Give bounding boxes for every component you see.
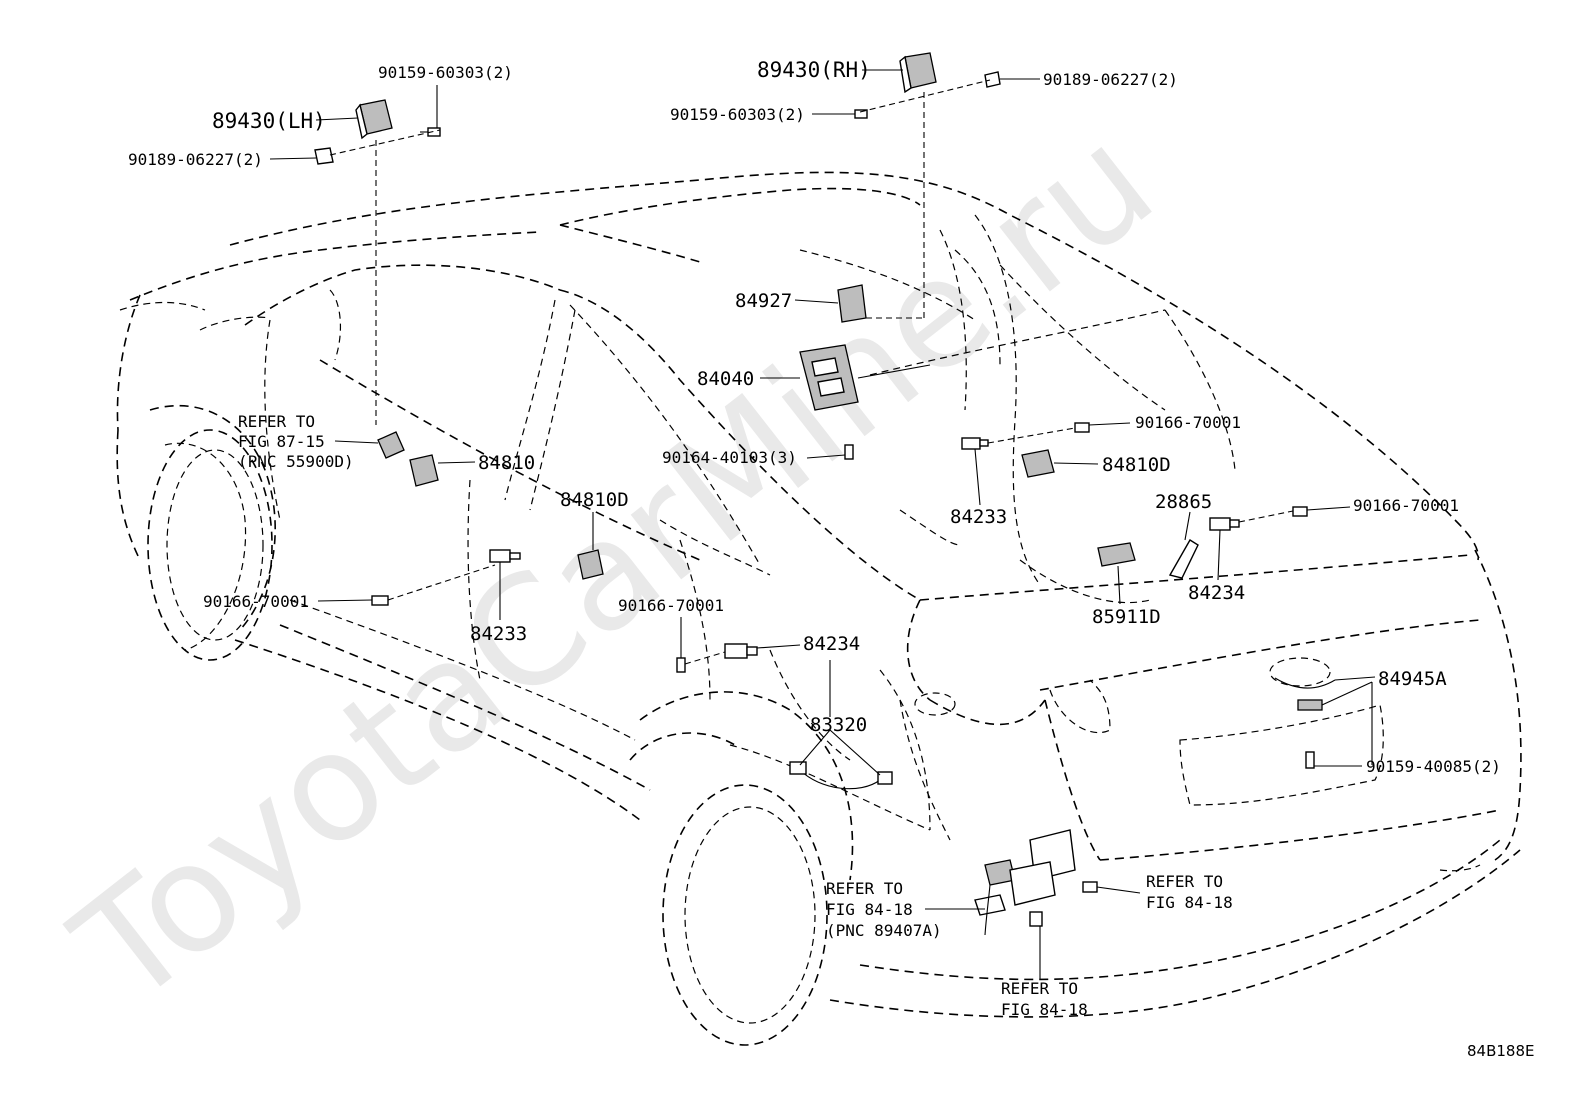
clip-90189-rh	[984, 71, 1001, 88]
reference-notes: REFER TO FIG 87-15 (PNC 55900D) REFER TO…	[238, 412, 1233, 1019]
screw-90166-left	[371, 595, 389, 606]
ref-84-18-b-line2: FIG 84-18	[1146, 893, 1233, 912]
bolt-90159-lh	[420, 127, 441, 137]
part-85911d	[1097, 542, 1136, 567]
label-84927: 84927	[735, 290, 792, 312]
label-90166-mid: 90166-70001	[618, 596, 724, 615]
ref-84-18-b-line1: REFER TO	[1146, 872, 1223, 891]
parts	[314, 52, 1336, 936]
ref-fig-84-18-b: REFER TO FIG 84-18	[1146, 872, 1233, 912]
part-84234-right	[1209, 517, 1240, 531]
part-89407a-assembly	[974, 829, 1098, 936]
car-body-outline	[116, 171, 1522, 1046]
part-83320	[789, 761, 893, 790]
label-89430-lh: 89430(LH)	[212, 109, 326, 133]
ref-87-15-line2: FIG 87-15	[238, 432, 325, 451]
label-84810d-left: 84810D	[560, 489, 629, 511]
part-28865	[1168, 539, 1199, 579]
label-90164: 90164-40103(3)	[662, 448, 797, 467]
label-84234-right: 84234	[1188, 582, 1245, 604]
part-84810d-left	[577, 549, 604, 580]
part-84927	[837, 284, 867, 323]
ref-87-15-line1: REFER TO	[238, 412, 315, 431]
label-90159-40085: 90159-40085(2)	[1366, 757, 1501, 776]
label-90166-right: 90166-70001	[1353, 496, 1459, 515]
ref-87-15-line3: (PNC 55900D)	[238, 452, 354, 471]
part-84040	[799, 344, 859, 411]
label-84233-left: 84233	[470, 623, 527, 645]
label-28865: 28865	[1155, 491, 1212, 513]
screw-90166-upper-right	[1074, 422, 1090, 433]
part-84810d-right	[1021, 449, 1055, 478]
label-84810d-right: 84810D	[1102, 454, 1171, 476]
ref-84-18-c-line2: FIG 84-18	[1001, 1000, 1088, 1019]
ref-fig-87-15: REFER TO FIG 87-15 (PNC 55900D)	[238, 412, 354, 471]
label-83320: 83320	[810, 714, 867, 736]
ref-84-18-a-line3: (PNC 89407A)	[826, 921, 942, 940]
label-89430-rh: 89430(RH)	[757, 58, 871, 82]
part-84810	[409, 454, 439, 487]
label-84945a: 84945A	[1378, 668, 1447, 690]
label-90159-rh: 90159-60303(2)	[670, 105, 805, 124]
label-84234-left: 84234	[803, 633, 860, 655]
part-89430-rh	[899, 52, 937, 94]
part-84233-right	[961, 437, 989, 450]
part-84234-left	[724, 643, 758, 659]
label-84040: 84040	[697, 368, 754, 390]
diagram-code: 84B188E	[1467, 1042, 1535, 1060]
label-90166-upper-right: 90166-70001	[1135, 413, 1241, 432]
screw-90166-mid	[676, 657, 686, 673]
ref-fig-84-18-c: REFER TO FIG 84-18	[1001, 979, 1088, 1019]
label-85911d: 85911D	[1092, 606, 1161, 628]
part-labels: 89430(LH) 89430(RH) 90159-60303(2) 90159…	[128, 58, 1501, 776]
label-90189-rh: 90189-06227(2)	[1043, 70, 1178, 89]
label-84233-right: 84233	[950, 506, 1007, 528]
label-84810: 84810	[478, 452, 535, 474]
label-90159-lh: 90159-60303(2)	[378, 63, 513, 82]
leader-lines	[269, 69, 1376, 980]
screw-90159-40085	[1305, 751, 1315, 769]
ref-84-18-a-line2: FIG 84-18	[826, 900, 913, 919]
ref-84-18-a-line1: REFER TO	[826, 879, 903, 898]
screw-90164	[844, 444, 854, 460]
part-84945a	[1274, 677, 1336, 711]
clip-90189-lh	[314, 147, 334, 165]
part-55900d-ref	[377, 431, 405, 459]
part-89430-lh	[355, 99, 393, 140]
ref-fig-84-18-a: REFER TO FIG 84-18 (PNC 89407A)	[826, 879, 942, 940]
ref-84-18-c-line1: REFER TO	[1001, 979, 1078, 998]
label-90189-lh: 90189-06227(2)	[128, 150, 263, 169]
screw-90166-right	[1292, 506, 1308, 517]
label-90166-left: 90166-70001	[203, 592, 309, 611]
